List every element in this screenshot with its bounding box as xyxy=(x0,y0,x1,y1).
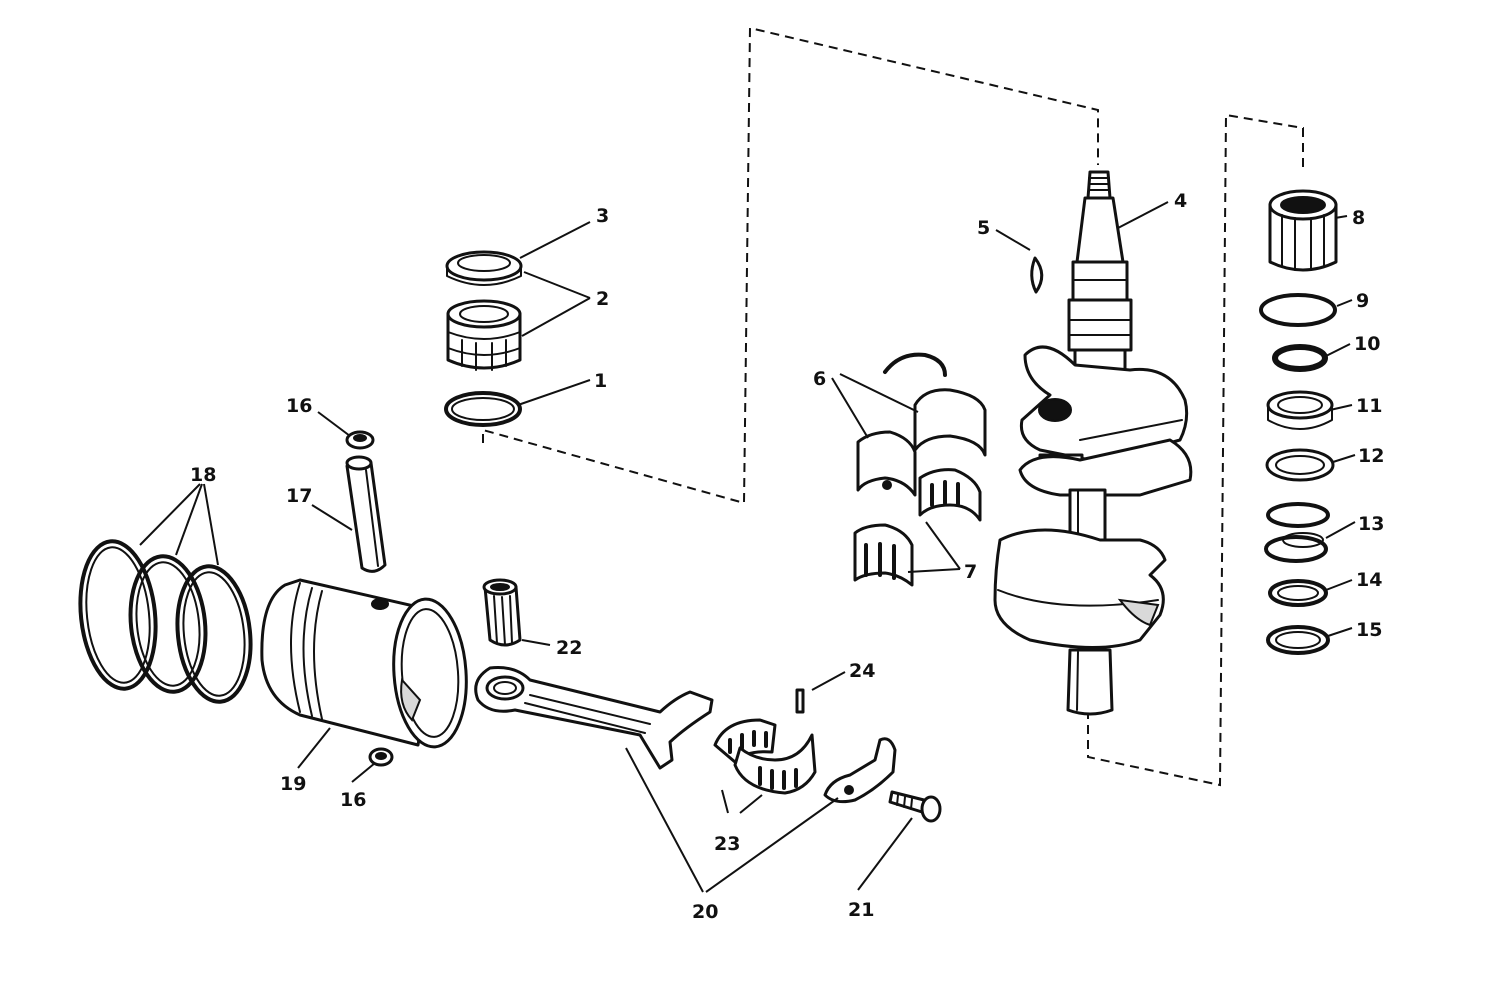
part-4-crankshaft xyxy=(993,170,1193,716)
part-1-o-ring xyxy=(444,391,522,427)
callout-24: 24 xyxy=(849,660,875,682)
callout-9: 9 xyxy=(1356,290,1369,312)
part-20-connecting-rod xyxy=(474,666,897,804)
callout-2: 2 xyxy=(596,288,609,310)
part-9-ring xyxy=(1259,293,1337,327)
callout-18: 18 xyxy=(190,464,216,486)
callout-15: 15 xyxy=(1356,619,1382,641)
callout-12: 12 xyxy=(1358,445,1384,467)
callout-4: 4 xyxy=(1174,190,1187,212)
part-23-rod-bearing xyxy=(713,718,817,795)
part-16-retainer-lower xyxy=(368,747,394,767)
part-5-woodruff-key xyxy=(1030,256,1044,294)
callout-17: 17 xyxy=(286,485,312,507)
part-18-piston-rings xyxy=(78,539,253,704)
callout-8: 8 xyxy=(1352,207,1365,229)
part-10-seal xyxy=(1272,344,1328,372)
part-3-seal xyxy=(445,250,523,286)
assembly-guide-lines xyxy=(482,26,1304,787)
callout-22: 22 xyxy=(556,637,582,659)
callout-numbers: 3 2 1 4 5 6 7 8 9 10 11 12 13 14 15 16 1… xyxy=(190,190,1384,923)
callout-20: 20 xyxy=(692,901,718,923)
callout-5: 5 xyxy=(977,217,990,239)
part-15-retaining-ring xyxy=(1266,625,1330,655)
part-12-washer xyxy=(1265,448,1335,482)
part-24-dowel-pin xyxy=(795,688,805,714)
callout-11: 11 xyxy=(1356,395,1382,417)
callout-13: 13 xyxy=(1358,513,1384,535)
callout-10: 10 xyxy=(1354,333,1380,355)
callout-19: 19 xyxy=(280,773,306,795)
part-13-spring-rings xyxy=(1264,502,1330,563)
part-21-cap-screw xyxy=(888,790,942,823)
part-6-bearing-races xyxy=(856,352,987,497)
callout-7: 7 xyxy=(964,561,977,583)
part-7-bearing-cages xyxy=(853,468,982,587)
callout-3: 3 xyxy=(596,205,609,227)
part-17-piston-pin xyxy=(345,455,387,573)
leader-lines xyxy=(139,201,1356,893)
part-14-ring xyxy=(1268,579,1328,607)
part-11-bearing-race xyxy=(1266,390,1334,430)
part-8-roller-bearing xyxy=(1268,189,1338,272)
callout-21: 21 xyxy=(848,899,874,921)
part-2-bearing xyxy=(446,299,522,371)
callout-6: 6 xyxy=(813,368,826,390)
callout-14: 14 xyxy=(1356,569,1382,591)
part-19-piston xyxy=(260,578,468,749)
callout-16-upper: 16 xyxy=(286,395,312,417)
part-16-retainer-upper xyxy=(345,430,375,450)
callout-16-lower: 16 xyxy=(340,789,366,811)
callout-23: 23 xyxy=(714,833,740,855)
part-22-needle-bearing xyxy=(482,578,522,647)
callout-1: 1 xyxy=(594,370,607,392)
